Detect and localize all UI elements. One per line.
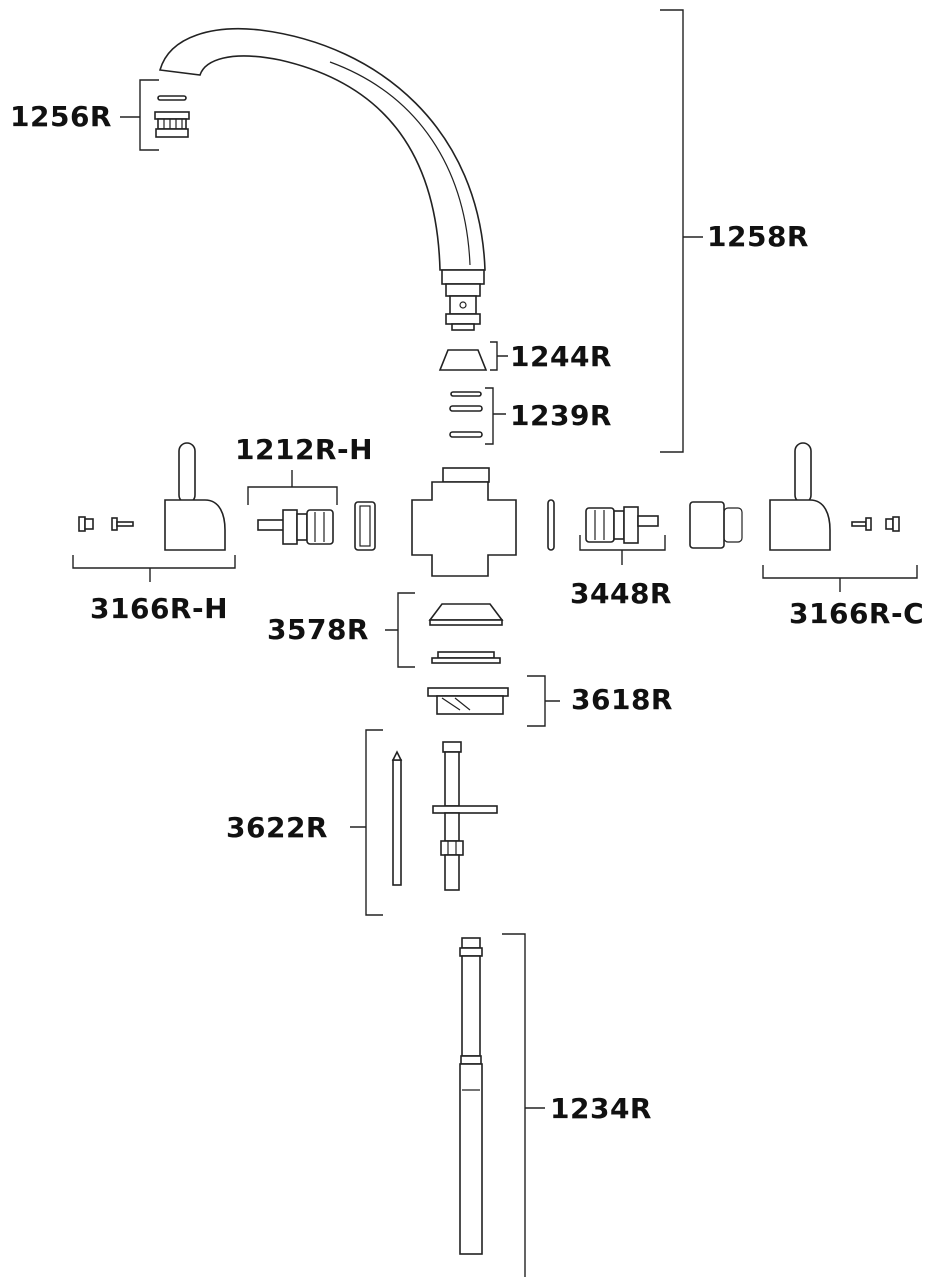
spout-ring-part (438, 341, 508, 371)
spout-part (158, 27, 486, 331)
supply-tube-part (459, 933, 545, 1277)
part-label-3578R: 3578R (267, 613, 369, 646)
base-seal-part (385, 592, 504, 668)
handle-hot-part (72, 442, 236, 582)
thin-seal-part (547, 499, 555, 551)
cartridge-hot-part (247, 470, 338, 545)
part-label-1234R: 1234R (550, 1092, 652, 1125)
cartridge-cold-part (579, 506, 666, 565)
part-label-1258R: 1258R (707, 220, 809, 253)
part-label-1244R: 1244R (510, 340, 612, 373)
seal-right-part (689, 501, 743, 549)
part-label-1256R: 1256R (10, 100, 112, 133)
part-label-1212R-H: 1212R-H (235, 433, 374, 466)
part-label-3166R-H: 3166R-H (90, 592, 229, 625)
part-label-3618R: 3618R (571, 683, 673, 716)
part-label-1239R: 1239R (510, 399, 612, 432)
bracket-1258R (660, 9, 703, 453)
mounting-plate-part (427, 675, 560, 727)
valve-body-part (411, 467, 517, 577)
o-rings-part (449, 387, 506, 445)
aerator-part (120, 79, 190, 151)
seal-left-part (354, 501, 376, 551)
part-label-3622R: 3622R (226, 811, 328, 844)
part-label-3166R-C: 3166R-C (789, 597, 925, 630)
handle-cold-part (762, 442, 918, 592)
part-label-3448R: 3448R (570, 577, 672, 610)
mounting-stud-part (350, 729, 498, 916)
